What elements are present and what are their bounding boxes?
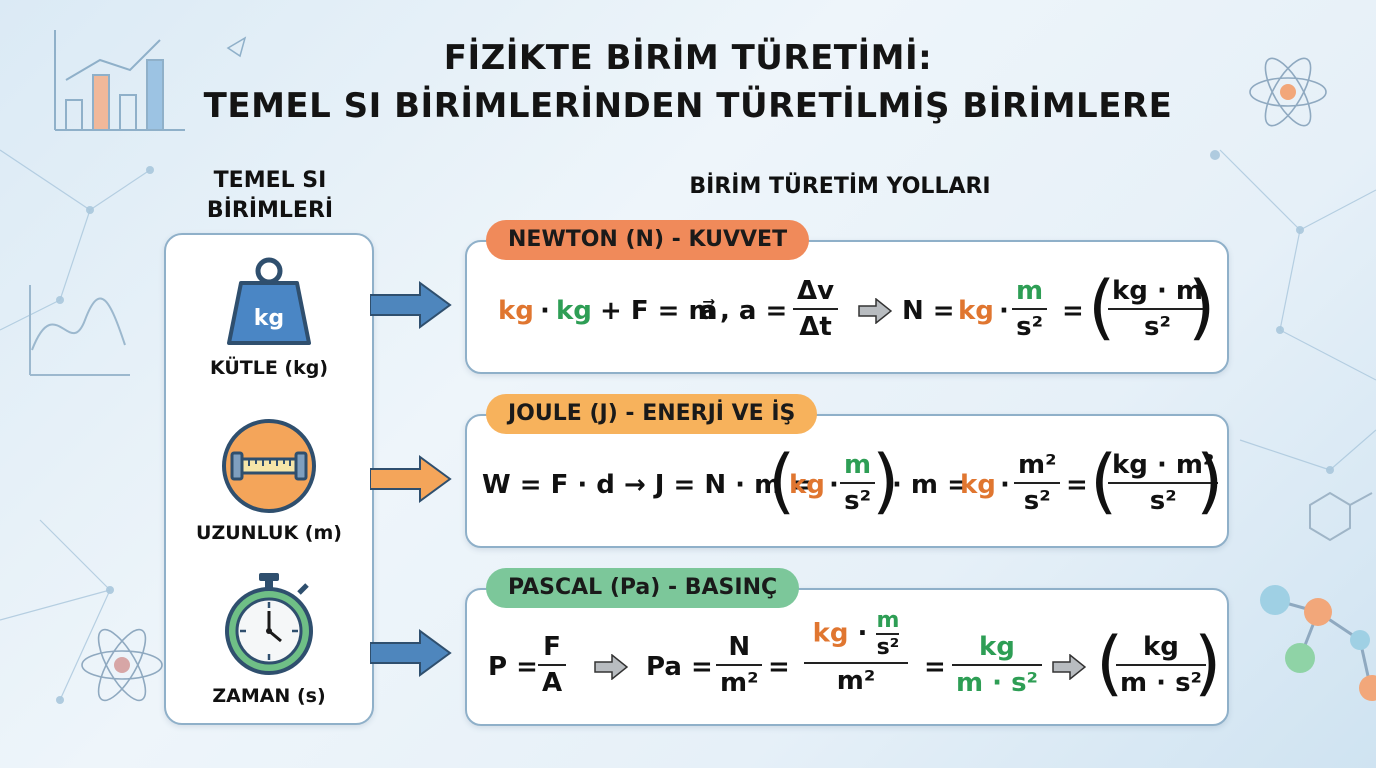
joule-eq-s2-b: s² bbox=[1023, 486, 1051, 516]
pascal-eq-s2: s² bbox=[876, 635, 900, 660]
stopwatch-icon bbox=[225, 573, 313, 675]
pascal-eq-left-paren: ( bbox=[1096, 622, 1124, 704]
joule-card bbox=[465, 414, 1229, 548]
newton-eq-dv-dt-fraction: Δv Δt bbox=[793, 276, 839, 342]
newton-eq-result-fraction: kg · m s² bbox=[1108, 276, 1207, 342]
weight-icon-label: kg bbox=[254, 306, 284, 331]
newton-eq-m-s2-fraction: m s² bbox=[1012, 276, 1048, 342]
joule-eq-m2-s2-fraction: m² s² bbox=[1014, 450, 1061, 516]
newton-eq-dt: Δt bbox=[799, 312, 832, 342]
pascal-eq-right-paren: ) bbox=[1194, 622, 1222, 704]
pascal-eq-a: A bbox=[542, 668, 563, 698]
joule-eq-left-paren-2: ( bbox=[1090, 440, 1118, 522]
joule-eq-m-s2-fraction: m s² bbox=[840, 450, 876, 516]
line-chart-decoration-icon bbox=[29, 285, 130, 376]
pascal-eq-f-a-fraction: F A bbox=[538, 632, 567, 698]
newton-card bbox=[465, 240, 1229, 374]
pascal-eq-m: m bbox=[876, 608, 900, 633]
joule-eq-derivation: W = F · d → J = N · m = bbox=[482, 470, 813, 500]
joule-eq-dot-1: · bbox=[829, 470, 839, 500]
newton-eq-kg-2: kg bbox=[556, 296, 592, 326]
unit-label-length: UZUNLUK (m) bbox=[196, 522, 342, 544]
pascal-eq-kg-result: kg bbox=[1143, 632, 1179, 662]
pascal-eq-equals-1: = bbox=[768, 652, 790, 682]
pascal-card bbox=[465, 588, 1229, 726]
pascal-eq-f: F bbox=[543, 632, 561, 662]
newton-eq-m: m bbox=[1016, 276, 1044, 306]
unit-label-mass: KÜTLE (kg) bbox=[209, 357, 329, 379]
base-units-heading: TEMEL SI BİRİMLERİ bbox=[170, 166, 370, 226]
newton-eq-kg-3: kg bbox=[958, 296, 994, 326]
joule-eq-s2: s² bbox=[844, 486, 871, 516]
newton-eq-n-equals: N = bbox=[902, 296, 955, 326]
pascal-eq-p-equals: P = bbox=[488, 652, 538, 682]
newton-eq-plus-f: + F = m bbox=[600, 296, 716, 326]
base-units-heading-line-2: BİRİMLERİ bbox=[206, 198, 334, 223]
newton-eq-a-equals: , a = bbox=[720, 296, 788, 326]
pascal-eq-implies-arrow-icon bbox=[594, 654, 628, 680]
newton-eq-implies-arrow-icon bbox=[858, 298, 892, 324]
pascal-eq-equals-2: = bbox=[924, 652, 946, 682]
joule-eq-right-paren-1: ) bbox=[872, 440, 900, 522]
pascal-eq-m-s2: m · s² bbox=[956, 668, 1038, 698]
arrow-to-pascal-icon bbox=[370, 629, 452, 677]
atom-decoration-icon bbox=[81, 57, 1327, 702]
joule-eq-m2: m² bbox=[1018, 450, 1057, 480]
page-title-line-1: FİZİKTE BİRİM TÜRETİMİ: bbox=[443, 38, 933, 78]
pascal-eq-n-m2-fraction: N m² bbox=[716, 632, 763, 698]
newton-eq-vector-a: a⃗ bbox=[700, 296, 718, 326]
pascal-eq-pa-equals: Pa = bbox=[646, 652, 713, 682]
pascal-eq-kg-2: kg bbox=[979, 632, 1015, 662]
joule-eq-result-fraction: kg · m² s² bbox=[1108, 450, 1219, 516]
base-units-heading-line-1: TEMEL SI bbox=[213, 168, 327, 193]
newton-eq-dv: Δv bbox=[797, 276, 835, 306]
newton-eq-right-paren: ) bbox=[1188, 266, 1216, 348]
joule-eq-dot-2: · bbox=[1000, 470, 1010, 500]
joule-eq-m: m bbox=[844, 450, 872, 480]
newton-title-pill: NEWTON (N) - KUVVET bbox=[486, 220, 810, 260]
newton-eq-s2: s² bbox=[1016, 312, 1043, 342]
page-title-line-2: TEMEL SI BİRİMLERİNDEN TÜRETİLMİŞ BİRİML… bbox=[203, 86, 1173, 126]
joule-eq-left-paren-1: ( bbox=[768, 440, 796, 522]
pascal-eq-m-s2-result: m · s² bbox=[1120, 668, 1202, 698]
routes-heading: BİRİM TÜRETİM YOLLARI bbox=[689, 174, 991, 199]
pascal-eq-m2-b: m² bbox=[836, 666, 876, 696]
newton-eq-dot-1: · bbox=[540, 296, 550, 326]
joule-eq-s2-result: s² bbox=[1149, 486, 1177, 516]
newton-eq-s2-result: s² bbox=[1144, 312, 1171, 342]
newton-eq-dot-2: · bbox=[999, 296, 1009, 326]
newton-eq-kg-m: kg · m bbox=[1112, 276, 1203, 306]
base-units-panel: kg KÜTLE (kg) UZUNLUK (m) ZAMAN (s) bbox=[164, 233, 374, 725]
pascal-eq-compound-fraction: kg · m s² m² bbox=[804, 608, 908, 696]
arrow-to-newton-icon bbox=[370, 281, 452, 329]
pascal-title-pill: PASCAL (Pa) - BASINÇ bbox=[486, 568, 800, 608]
pascal-eq-result-arrow-icon bbox=[1052, 654, 1086, 680]
pascal-eq-n: N bbox=[728, 632, 751, 662]
pascal-eq-result-fraction: kg m · s² bbox=[1116, 632, 1206, 698]
ruler-icon bbox=[222, 419, 316, 513]
joule-eq-equals: = bbox=[1066, 470, 1088, 500]
pascal-eq-dot: · bbox=[857, 618, 868, 649]
pascal-eq-kg: kg bbox=[812, 618, 849, 649]
arrow-to-joule-icon bbox=[370, 455, 452, 503]
joule-eq-kg-m2: kg · m² bbox=[1112, 450, 1215, 480]
newton-eq-left-paren: ( bbox=[1088, 266, 1116, 348]
pascal-eq-m2: m² bbox=[720, 668, 759, 698]
unit-label-time: ZAMAN (s) bbox=[212, 685, 326, 707]
joule-eq-kg-1: kg bbox=[789, 470, 825, 500]
bar-chart-decoration-icon bbox=[54, 30, 247, 131]
newton-eq-equals: = bbox=[1062, 296, 1084, 326]
molecule-decoration-icon bbox=[1260, 491, 1376, 701]
joule-eq-times-m: · m = bbox=[892, 470, 969, 500]
joule-eq-right-paren-2: ) bbox=[1196, 440, 1224, 522]
newton-eq-kg-1: kg bbox=[498, 296, 534, 326]
joule-eq-kg-2: kg bbox=[960, 470, 996, 500]
joule-title-pill: JOULE (J) - ENERJİ VE İŞ bbox=[486, 394, 818, 434]
weight-icon: kg bbox=[227, 257, 311, 345]
pascal-eq-kg-ms2-fraction: kg m · s² bbox=[952, 632, 1042, 698]
